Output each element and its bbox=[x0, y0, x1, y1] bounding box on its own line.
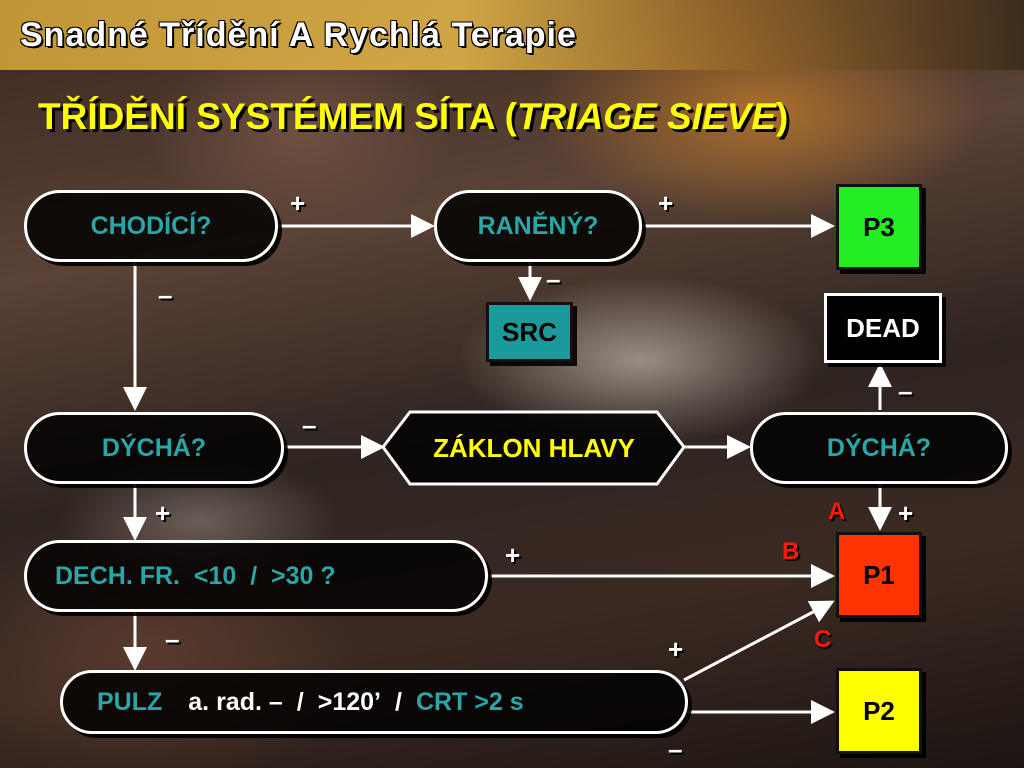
title-bar bbox=[0, 0, 1024, 70]
pulse-crt: CRT >2 s bbox=[415, 687, 524, 716]
edge-label-pulse-no: – bbox=[668, 734, 683, 764]
arrow-pulse-to-p1 bbox=[683, 600, 835, 682]
breathing-label-1: DÝCHÁ? bbox=[101, 433, 207, 462]
edge-label-injured-yes: + bbox=[658, 188, 674, 218]
edge-label-breathing1-no: – bbox=[302, 410, 317, 440]
edge-label-resp-no: – bbox=[165, 624, 180, 654]
abc-label-b: B bbox=[782, 538, 800, 565]
edge-label-breathing2-yes: + bbox=[898, 498, 914, 528]
breathing-label-2: DÝCHÁ? bbox=[826, 433, 932, 462]
head-tilt-label-wrap: ZÁKLON HLAVY bbox=[385, 412, 683, 484]
edge-label-walking-no: – bbox=[158, 280, 173, 310]
pulse-radial: a. rad. – bbox=[188, 687, 283, 716]
dead-box: DEAD bbox=[824, 293, 942, 363]
injured-label: RANĚNÝ? bbox=[477, 211, 599, 240]
edge-label-pulse-yes: + bbox=[668, 634, 684, 664]
edge-label-breathing1-yes: + bbox=[155, 498, 171, 528]
heading-italic: TRIAGE SIEVE bbox=[516, 96, 777, 137]
p2-box: P2 bbox=[836, 668, 922, 754]
heading-suffix: ) bbox=[776, 96, 789, 137]
p1-box: P1 bbox=[836, 532, 922, 618]
resp-rate-label: DECH. FR. <10 / >30 ? bbox=[55, 561, 336, 590]
slide-title: Snadné Třídění A Rychlá Terapie bbox=[20, 16, 577, 54]
p3-box: P3 bbox=[836, 184, 922, 270]
src-label: SRC bbox=[502, 316, 557, 347]
walking-label: CHODÍCÍ? bbox=[90, 211, 212, 240]
p2-label: P2 bbox=[863, 695, 895, 726]
edge-label-resp-yes: + bbox=[505, 540, 521, 570]
resp-rate-question: DECH. FR. <10 / >30 ? bbox=[24, 540, 488, 612]
pulse-label: PULZ bbox=[97, 687, 163, 716]
pulse-rate: >120’ bbox=[317, 687, 381, 716]
pulse-separator-1: / bbox=[296, 687, 304, 716]
pulse-separator-2: / bbox=[395, 687, 402, 716]
abc-label-a: A bbox=[828, 498, 846, 525]
edge-label-walking-yes: + bbox=[290, 188, 306, 218]
walking-question: CHODÍCÍ? bbox=[24, 190, 278, 262]
breathing-question-1: DÝCHÁ? bbox=[24, 412, 284, 484]
head-tilt-label: ZÁKLON HLAVY bbox=[433, 432, 635, 463]
p3-label: P3 bbox=[863, 211, 895, 242]
injured-question: RANĚNÝ? bbox=[434, 190, 642, 262]
head-tilt-hexagon bbox=[381, 410, 686, 486]
edge-label-breathing2-no: – bbox=[898, 376, 913, 406]
abc-label-c: C bbox=[814, 626, 832, 653]
src-box: SRC bbox=[486, 302, 573, 362]
pulse-question: PULZ a. rad. – / >120’ / CRT >2 s bbox=[60, 670, 688, 734]
dead-label: DEAD bbox=[846, 312, 920, 343]
breathing-question-2: DÝCHÁ? bbox=[750, 412, 1008, 484]
p1-label: P1 bbox=[863, 559, 895, 590]
edge-label-injured-no: – bbox=[546, 264, 561, 294]
diagram-heading: TŘÍDĚNÍ SYSTÉMEM SÍTA (TRIAGE SIEVE) bbox=[38, 96, 788, 138]
heading-prefix: TŘÍDĚNÍ SYSTÉMEM SÍTA ( bbox=[38, 96, 517, 137]
